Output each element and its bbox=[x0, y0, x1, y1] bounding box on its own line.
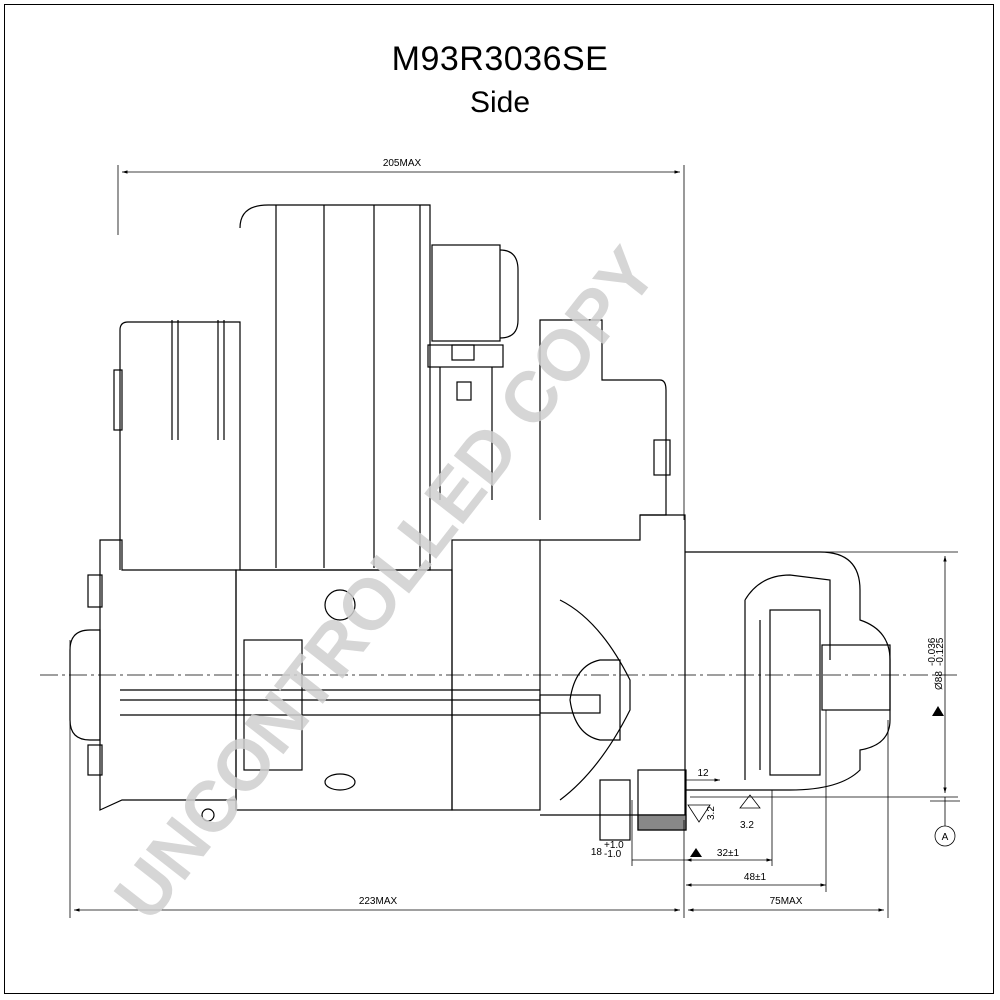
pinion-housing bbox=[685, 551, 891, 791]
roughness-b: 3.2 bbox=[740, 820, 754, 831]
uncontrolled-copy-watermark: UNCONTROLLED COPY bbox=[100, 233, 673, 935]
dim-18: 18 bbox=[591, 847, 603, 858]
dim-32: 32±1 bbox=[717, 848, 740, 859]
diameter-callout: Ø88 -0.036 -0.125 bbox=[927, 637, 946, 690]
terminal-block bbox=[427, 244, 519, 500]
dim-right-section: 75MAX bbox=[770, 896, 803, 907]
dim-overall-bottom: 223MAX bbox=[359, 896, 398, 907]
dim-48: 48±1 bbox=[744, 872, 767, 883]
datum-triangle-a bbox=[932, 706, 944, 716]
dimension-lines bbox=[69, 165, 960, 918]
motor-body bbox=[69, 539, 541, 822]
view-label: Side bbox=[469, 86, 531, 119]
part-number-title: M93R3036SE bbox=[391, 40, 609, 78]
dim-18-tol-lower: -1.0 bbox=[604, 849, 622, 860]
dim-18-tol-upper: +1.0 bbox=[604, 840, 624, 851]
drawing-frame bbox=[4, 4, 994, 994]
dim-flange-offset: 12 bbox=[697, 768, 709, 779]
dim-diameter-tol-lower: -0.125 bbox=[935, 637, 946, 666]
drive-housing bbox=[539, 319, 687, 841]
solenoid-housing bbox=[113, 204, 431, 571]
datum-label: A bbox=[942, 832, 949, 843]
dim-diameter-tol-upper: -0.036 bbox=[927, 637, 938, 666]
datum-triangle-b bbox=[690, 848, 702, 857]
roughness-a: 3.2 bbox=[706, 806, 717, 820]
dim-diameter: Ø88 bbox=[934, 671, 945, 690]
dim-overall-top: 205MAX bbox=[383, 158, 422, 169]
